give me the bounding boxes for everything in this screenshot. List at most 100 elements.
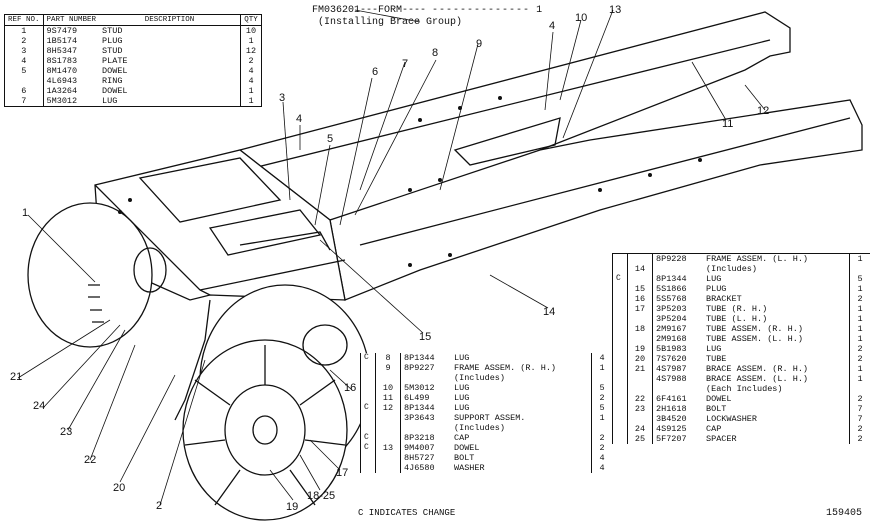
callout-2: 2 (156, 500, 163, 512)
callout-22: 22 (84, 454, 97, 466)
cell-ref (627, 334, 653, 344)
cell-qty: 2 (591, 433, 612, 443)
form-number-tail: 1 (536, 5, 543, 16)
cell-desc: BOLT (706, 404, 727, 414)
cell-desc: LOCKWASHER (706, 414, 758, 424)
callout-3: 3 (279, 92, 286, 104)
callout-17: 17 (336, 467, 349, 479)
cell-desc: BRACE ASSEM. (L. H.) (706, 374, 809, 384)
cell-ref: 5 (4, 66, 44, 76)
cell-ref (375, 413, 401, 423)
cell-c (613, 404, 628, 414)
callout-21: 21 (10, 371, 23, 383)
callout-13: 13 (609, 4, 622, 16)
cell-qty: 1 (849, 364, 870, 374)
cell-ref (627, 253, 653, 264)
cell-c (613, 374, 628, 384)
cell-part: 3B4520 (652, 414, 703, 424)
cell-part: 5M3012 (42, 96, 100, 107)
callout-14: 14 (543, 306, 556, 318)
cell-qty: 1 (849, 253, 870, 264)
cell-qty (591, 373, 612, 383)
cell-qty: 2 (849, 344, 870, 354)
cell-part: 4S7987 (652, 364, 703, 374)
cell-ref: 21 (627, 364, 653, 374)
cell-c (613, 304, 628, 314)
cell-qty: 1 (240, 36, 262, 46)
cell-desc: (Includes) (454, 373, 506, 383)
callout-4: 4 (296, 113, 303, 125)
cell-qty: 1 (849, 374, 870, 384)
cell-part: 5S1866 (652, 284, 703, 294)
table-header: REF NO. PART NUMBER DESCRIPTION QTY (4, 14, 262, 26)
cell-ref: 6 (4, 86, 44, 96)
cell-desc: PLUG (102, 36, 123, 46)
cell-desc: FRAME ASSEM. (R. H.) (454, 363, 557, 373)
cell-desc: DOWEL (706, 394, 732, 404)
callout-23: 23 (60, 426, 73, 438)
cell-part: 8P3218 (400, 433, 451, 443)
cell-desc: SPACER (706, 434, 737, 444)
cell-c: C (364, 353, 369, 362)
cell-c (613, 414, 628, 424)
cell-desc: WASHER (454, 463, 485, 473)
cell-part: 2H1618 (652, 404, 703, 414)
cell-ref: 1 (4, 25, 44, 36)
cell-qty: 2 (849, 394, 870, 404)
cell-c: C (364, 433, 369, 442)
cell-desc: SUPPORT ASSEM. (454, 413, 526, 423)
cell-part (400, 373, 451, 383)
cell-desc: CAP (454, 433, 470, 443)
callout-9: 9 (476, 38, 483, 50)
callout-10: 10 (575, 12, 588, 24)
cell-ref: 8 (375, 353, 401, 363)
cell-part: 1B5174 (42, 36, 100, 46)
cell-ref: 25 (627, 434, 653, 444)
cell-ref (627, 274, 653, 284)
cell-c (361, 413, 376, 423)
cell-part: 8H5347 (42, 46, 100, 56)
cell-part: 2M9168 (652, 334, 703, 344)
cell-desc: LUG (454, 383, 470, 393)
cell-part: 7S7620 (652, 354, 703, 364)
cell-qty: 4 (591, 463, 612, 473)
cell-qty: 4 (591, 353, 612, 363)
cell-qty: 1 (849, 314, 870, 324)
cell-desc: TUBE (706, 354, 727, 364)
callout-20: 20 (113, 482, 126, 494)
cell-part: 8P1344 (400, 353, 451, 363)
cell-qty: 10 (240, 25, 262, 36)
col-desc: DESCRIPTION (99, 14, 241, 26)
cell-part: 4S9125 (652, 424, 703, 434)
subtitle: (Installing Brace Group) (318, 17, 463, 28)
cell-ref (375, 463, 401, 473)
cell-desc: DOWEL (102, 86, 128, 96)
cell-ref: 14 (627, 264, 653, 274)
table-row: (Includes) (361, 373, 612, 383)
cell-ref: 10 (375, 383, 401, 393)
cell-c (613, 434, 628, 444)
cell-ref: 9 (375, 363, 401, 373)
cell-part: 6F4161 (652, 394, 703, 404)
cell-c (361, 383, 376, 393)
form-number: FM036201---FORM---- (312, 5, 427, 16)
